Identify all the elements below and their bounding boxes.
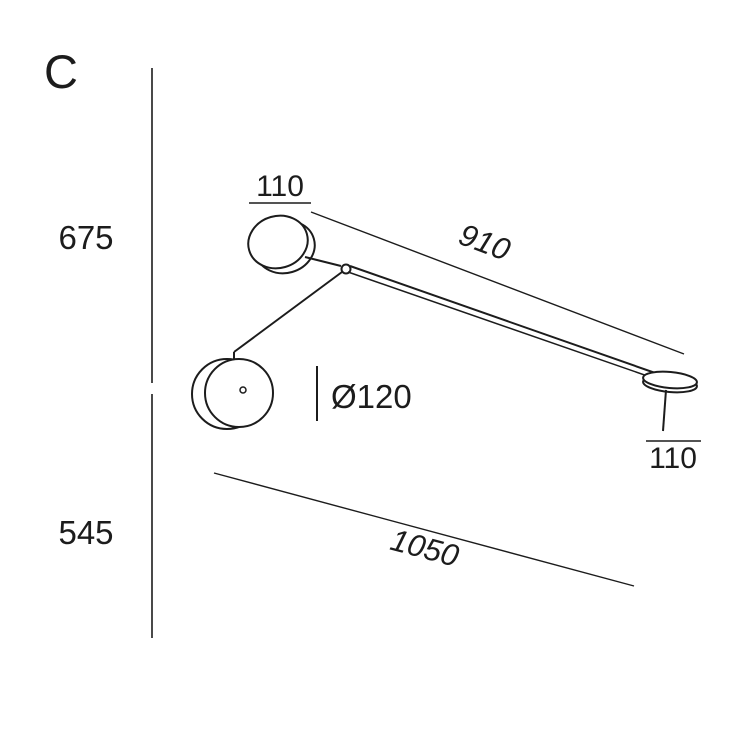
mount-centre-dot [239, 386, 247, 394]
variant-label: C [44, 45, 78, 98]
wall-plate-disc [642, 370, 698, 390]
head-connector-line [304, 256, 342, 267]
arm-joint [340, 263, 352, 275]
total-projection-dimension-line [213, 472, 635, 587]
dim-base-diameter: Ø120 [331, 378, 412, 415]
dim-total-projection: 1050 [387, 522, 463, 574]
dim-arm-length: 910 [454, 217, 515, 268]
arm-length-dimension-line [310, 211, 685, 355]
dim-height-lower: 545 [58, 514, 113, 551]
wall-plate-pin [662, 389, 667, 432]
mount-drum-face [204, 358, 274, 428]
lamp-head-disc [247, 214, 309, 270]
arm-bottom-edge [347, 271, 660, 381]
dim-head-diameter: 110 [256, 170, 304, 203]
dim-height-upper: 675 [58, 219, 113, 256]
lower-arm-diagonal [233, 271, 343, 353]
dim-plate-diameter: 110 [649, 442, 697, 475]
arm-top-edge [349, 265, 662, 376]
